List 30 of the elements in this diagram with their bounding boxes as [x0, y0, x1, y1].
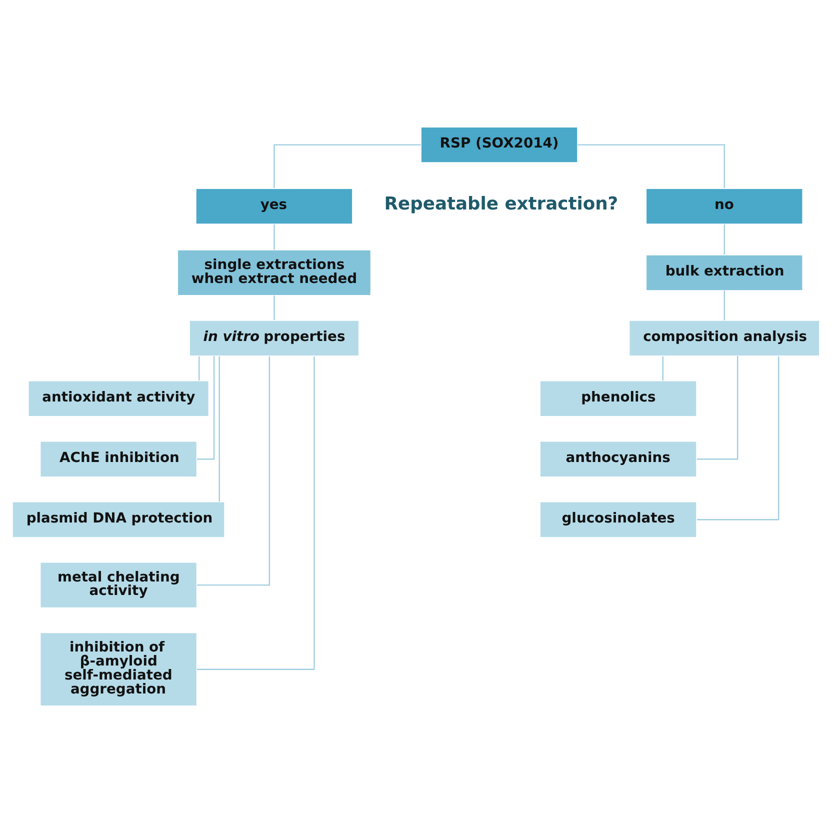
node-box: phenolics	[539, 380, 698, 416]
connector	[274, 295, 275, 320]
connector	[724, 224, 725, 254]
node-box: glucosinolates	[539, 500, 698, 538]
node-box: metal chelating activity	[40, 561, 198, 608]
connector	[196, 356, 215, 460]
connector	[662, 356, 664, 380]
connector	[697, 356, 780, 520]
node-box: RSP (SOX2014)	[420, 126, 578, 163]
connector	[197, 356, 270, 586]
connector	[218, 356, 220, 502]
connector	[198, 356, 200, 380]
connector	[724, 290, 725, 320]
connector	[578, 144, 725, 188]
node-box: antioxidant activity	[28, 380, 210, 416]
label: Repeatable extraction?	[384, 193, 618, 214]
node-box: composition analysis	[628, 319, 820, 356]
connector	[197, 356, 315, 670]
connector	[274, 144, 421, 188]
node-box: single extractions when extract needed	[177, 248, 372, 296]
node-box: no	[646, 187, 804, 224]
node-box: AChE inhibition	[40, 440, 198, 477]
node-box: bulk extraction	[646, 254, 804, 291]
node-box: in vitro properties	[188, 319, 360, 356]
node-box: anthocyanins	[539, 440, 698, 477]
node-box: plasmid DNA protection	[12, 500, 226, 538]
node-box: inhibition of β-amyloid self-mediated aggregation	[40, 632, 198, 706]
connector	[696, 356, 738, 460]
node-box: yes	[195, 187, 354, 224]
connector	[274, 224, 275, 250]
